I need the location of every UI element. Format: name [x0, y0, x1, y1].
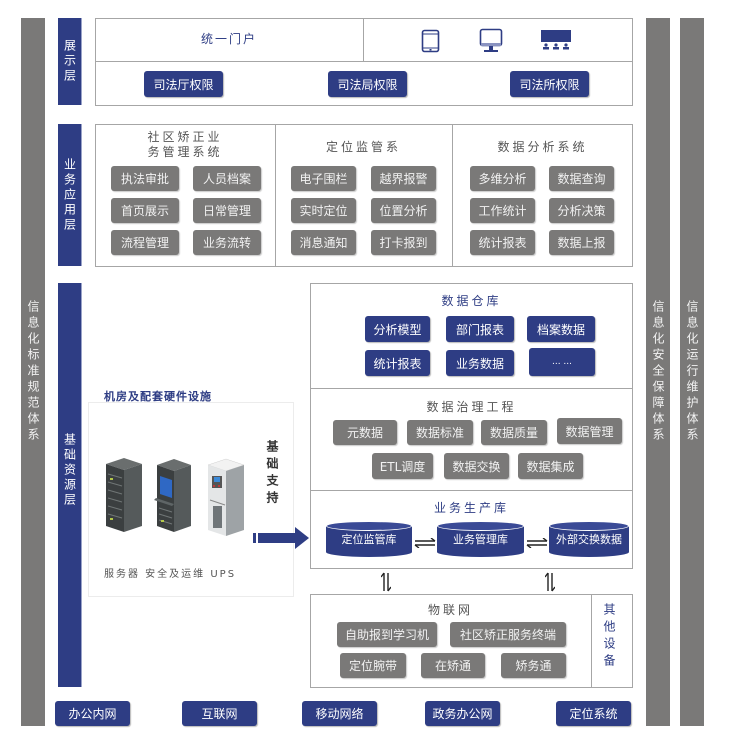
data-warehouse-title: 数据仓库 — [441, 294, 502, 308]
monitor-icon — [479, 28, 503, 54]
operations-system-label: 信息化运行维护体系 — [685, 300, 699, 444]
network-government-button[interactable]: 政务办公网 — [425, 701, 500, 726]
governance-item[interactable]: 数据标准 — [407, 420, 473, 445]
governance-item[interactable]: 数据管理 — [557, 418, 622, 444]
database-external[interactable]: 外部交换数据 — [549, 521, 629, 557]
security-system-bar: 信息化安全保障体系 — [646, 18, 670, 726]
system-item[interactable]: 日常管理 — [193, 198, 261, 223]
warehouse-item[interactable]: 统计报表 — [365, 350, 430, 376]
iot-title: 物联网 — [427, 603, 473, 617]
divider — [310, 490, 633, 491]
system-item[interactable]: 实时定位 — [291, 198, 356, 223]
divider — [275, 124, 276, 267]
iot-item[interactable]: 矫务通 — [501, 653, 566, 678]
server-rack-icon — [104, 456, 144, 534]
governance-item[interactable]: 数据集成 — [518, 453, 583, 479]
network-location-system-button[interactable]: 定位系统 — [556, 701, 631, 726]
data-governance-title: 数据治理工程 — [426, 400, 517, 414]
system-item[interactable]: 分析决策 — [549, 198, 614, 223]
presentation-layer-text: 展示层 — [62, 39, 77, 84]
business-layer-text: 业务应用层 — [62, 157, 77, 233]
business-panel — [95, 124, 633, 267]
system-item[interactable]: 越界报警 — [371, 166, 436, 191]
standards-system-label: 信息化标准规范体系 — [26, 300, 40, 444]
sync-arrows-icon — [526, 533, 548, 549]
business-layer-label: 业务应用层 — [58, 124, 82, 266]
database-location[interactable]: 定位监管库 — [326, 521, 412, 557]
network-mobile-button[interactable]: 移动网络 — [302, 701, 377, 726]
governance-item[interactable]: 数据质量 — [481, 420, 547, 445]
warehouse-item[interactable]: 分析模型 — [365, 316, 430, 342]
governance-item[interactable]: 元数据 — [333, 420, 397, 445]
hardware-caption: 服务器 安全及运维 UPS — [104, 569, 237, 580]
permission-bureau-button[interactable]: 司法局权限 — [328, 71, 407, 97]
system-item[interactable]: 人员档案 — [193, 166, 261, 191]
iot-item[interactable]: 自助报到学习机 — [337, 622, 437, 647]
system-item[interactable]: 消息通知 — [291, 230, 356, 255]
unified-portal-label: 统一门户 — [200, 32, 257, 46]
warehouse-item-more[interactable]: ... ... — [529, 348, 595, 376]
security-system-label: 信息化安全保障体系 — [651, 300, 665, 444]
warehouse-item[interactable]: 档案数据 — [527, 316, 595, 342]
warehouse-item[interactable]: 业务数据 — [446, 350, 514, 376]
operations-system-bar: 信息化运行维护体系 — [680, 18, 704, 726]
system-item[interactable]: 工作统计 — [470, 198, 535, 223]
system-item[interactable]: 流程管理 — [111, 230, 179, 255]
iot-item[interactable]: 在矫通 — [421, 653, 485, 678]
system-item[interactable]: 数据上报 — [549, 230, 614, 255]
production-db-title: 业务生产库 — [433, 501, 509, 515]
system-item[interactable]: 首页展示 — [111, 198, 179, 223]
divider — [452, 124, 453, 267]
database-business[interactable]: 业务管理库 — [437, 521, 524, 557]
governance-item[interactable]: 数据交换 — [444, 453, 509, 479]
system-item[interactable]: 打卡报到 — [371, 230, 436, 255]
system-item[interactable]: 执法审批 — [111, 166, 179, 191]
title-line-1: 社区矫正业 — [147, 130, 223, 144]
permission-office-button[interactable]: 司法所权限 — [510, 71, 589, 97]
infrastructure-layer-text: 基础资源层 — [62, 433, 77, 508]
iot-item[interactable]: 社区矫正服务终端 — [450, 622, 566, 647]
infrastructure-layer-label: 基础资源层 — [58, 283, 82, 687]
system-item[interactable]: 业务流转 — [193, 230, 261, 255]
system-item[interactable]: 数据查询 — [549, 166, 614, 191]
meeting-screen-icon — [540, 29, 572, 53]
divider — [591, 594, 592, 688]
permission-bureau-dept-button[interactable]: 司法厅权限 — [144, 71, 223, 97]
warehouse-item[interactable]: 部门报表 — [446, 316, 514, 342]
hardware-title: 机房及配套硬件设施 — [104, 390, 212, 403]
data-analysis-system-title: 数据分析系统 — [497, 140, 588, 154]
support-arrow-icon — [253, 527, 309, 549]
hardware-panel — [88, 402, 294, 597]
divider — [95, 61, 633, 62]
tablet-icon — [421, 29, 440, 53]
system-item[interactable]: 多维分析 — [470, 166, 535, 191]
security-rack-icon — [153, 458, 195, 534]
vertical-sync-arrows-icon — [544, 572, 556, 592]
standards-system-bar: 信息化标准规范体系 — [21, 18, 45, 726]
vertical-sync-arrows-icon — [380, 572, 392, 592]
presentation-layer-label: 展示层 — [58, 18, 82, 105]
sync-arrows-icon — [414, 533, 436, 549]
governance-item[interactable]: ETL调度 — [372, 453, 433, 479]
title-line-2: 务管理系统 — [147, 145, 223, 159]
divider — [363, 18, 364, 61]
system-item[interactable]: 统计报表 — [470, 230, 535, 255]
ups-cabinet-icon — [206, 458, 246, 538]
other-devices-label: 其他设备 — [602, 603, 616, 671]
network-internet-button[interactable]: 互联网 — [182, 701, 257, 726]
network-office-intranet-button[interactable]: 办公内网 — [55, 701, 130, 726]
system-item[interactable]: 电子围栏 — [291, 166, 356, 191]
system-item[interactable]: 位置分析 — [371, 198, 436, 223]
location-supervision-system-title: 定位监管系 — [325, 140, 401, 154]
iot-item[interactable]: 定位腕带 — [340, 653, 406, 678]
community-correction-system-title: 社区矫正业 务管理系统 — [95, 130, 275, 160]
divider — [310, 388, 633, 389]
support-label: 基础支持 — [265, 440, 279, 508]
database-label: 业务管理库 — [437, 526, 524, 552]
